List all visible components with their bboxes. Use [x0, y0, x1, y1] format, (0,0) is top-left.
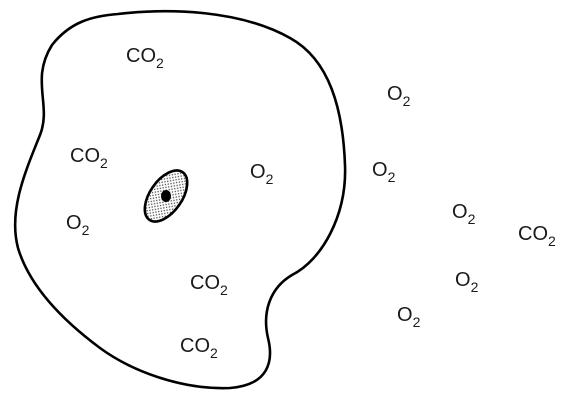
nucleolus — [161, 190, 171, 202]
co2-label: CO2 — [126, 45, 164, 71]
co2-label: CO2 — [518, 223, 556, 249]
co2-label: CO2 — [190, 272, 228, 298]
co2-label: CO2 — [180, 335, 218, 361]
o2-label: O2 — [250, 161, 274, 187]
gas-labels: CO2 O2 CO2 O2 O2 O2 CO2 O2 CO2 O2 O2 CO2 — [66, 45, 556, 361]
cell-membrane — [13, 9, 347, 390]
o2-label: O2 — [455, 269, 479, 295]
co2-label: CO2 — [70, 145, 108, 171]
nucleus — [143, 169, 189, 223]
o2-label: O2 — [397, 304, 421, 330]
o2-label: O2 — [387, 83, 411, 109]
o2-label: O2 — [66, 212, 90, 238]
o2-label: O2 — [452, 201, 476, 227]
o2-label: O2 — [372, 159, 396, 185]
